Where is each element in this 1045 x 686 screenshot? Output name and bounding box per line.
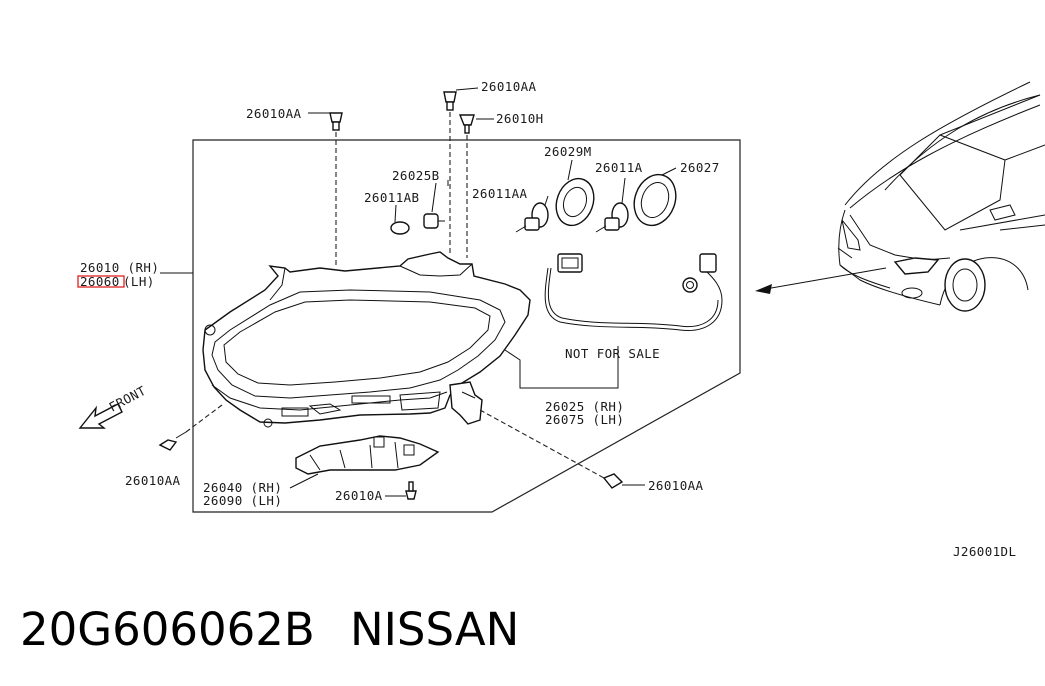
caption-part-number: 20G606062B (20, 603, 315, 656)
locator-arrow-line (759, 267, 887, 291)
headlamp-assembly (202, 251, 619, 428)
locator-arrow-head (755, 284, 772, 294)
bolt-top-mid (443, 87, 479, 256)
highlight-box (77, 275, 125, 288)
screw-bottom (385, 481, 417, 500)
bolt-bottom-right (479, 409, 645, 489)
label-bulb-socket: 26025B (392, 168, 440, 183)
label-bulb-small: 26011AB (364, 190, 419, 205)
label-cap: 26027 (680, 160, 720, 175)
label-screw-bottom: 26010A (335, 488, 383, 503)
label-front: FRONT (106, 383, 148, 415)
lower-bracket (289, 435, 440, 489)
bulb-socket-26025b (423, 182, 445, 229)
caption-brand: NISSAN (350, 603, 519, 656)
bolt-top-left (308, 112, 343, 268)
label-bracket-rh: 26040 (RH) (203, 480, 282, 495)
label-bulb-11a: 26011A (595, 160, 643, 175)
diagram-code: J26001DL (953, 544, 1016, 559)
bulb-26011aa (515, 195, 549, 233)
label-not-for-sale: NOT FOR SALE (565, 346, 660, 361)
label-seal: 26029M (544, 144, 592, 159)
label-bolt-top-mid: 26010AA (481, 79, 537, 94)
front-arrow (78, 403, 123, 429)
label-bolt-bottom-left: 26010AA (125, 473, 181, 488)
cap-26027 (633, 167, 677, 227)
bulb-26011ab (390, 204, 410, 235)
label-bolt-top-left: 26010AA (246, 106, 302, 121)
bulb-26011a (595, 177, 629, 233)
car-locator (837, 81, 1045, 312)
assembly-frame (192, 139, 741, 513)
label-bulb-main: 26011AA (472, 186, 528, 201)
label-bolt-bottom-right: 26010AA (648, 478, 704, 493)
label-headlamp-lh-code: 26060 (80, 274, 120, 289)
seal-26029m (555, 159, 595, 227)
label-headlamp-lh-side: (LH) (123, 274, 155, 289)
label-harness-rh: 26025 (RH) (545, 399, 624, 414)
bolt-bottom-left (158, 404, 223, 451)
clip-top (458, 114, 494, 258)
label-headlamp-rh: 26010 (RH) (80, 260, 159, 275)
label-harness-lh: 26075 (LH) (545, 412, 624, 427)
label-clip-top: 26010H (496, 111, 544, 126)
label-bracket-lh: 26090 (LH) (203, 493, 282, 508)
wiring-harness (544, 253, 723, 331)
